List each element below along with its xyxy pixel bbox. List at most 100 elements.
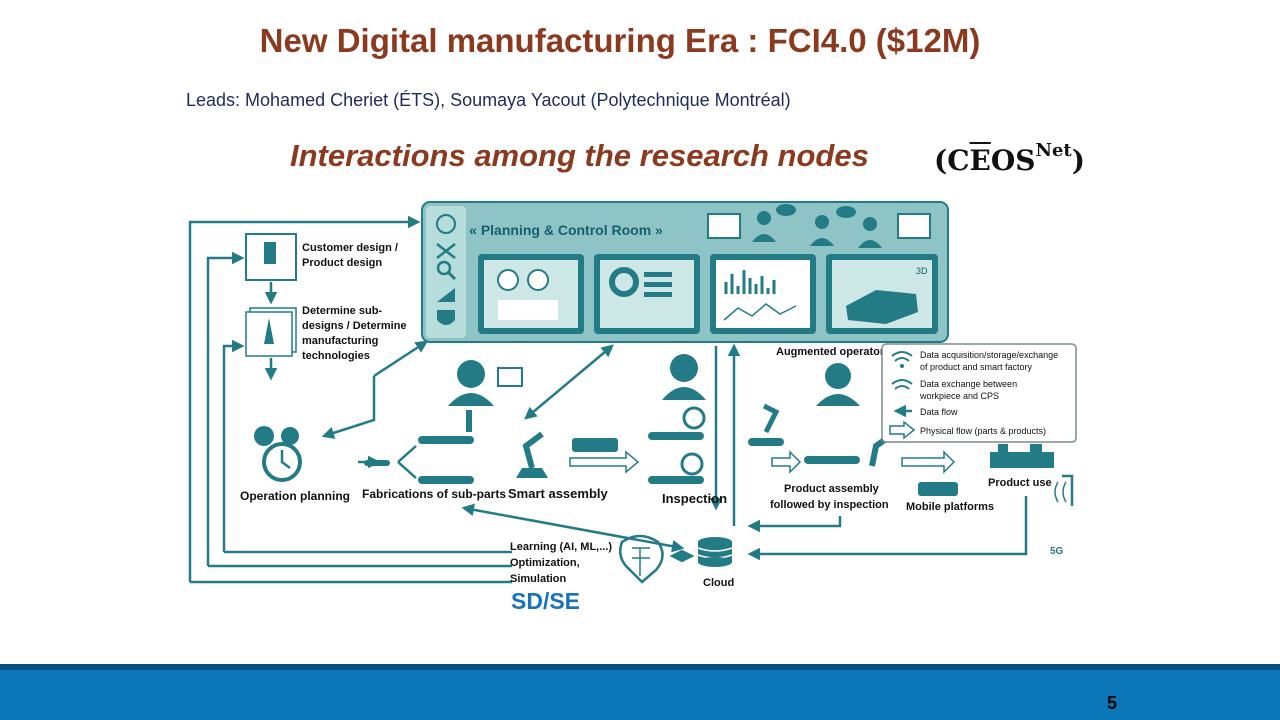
- sub-designs-line-1: Determine sub-: [302, 305, 382, 317]
- operator-head: [863, 217, 877, 231]
- chat-bubble-icon: [776, 204, 796, 216]
- logo-close: ): [1071, 144, 1085, 177]
- product-icon: [990, 444, 1054, 468]
- fabrication-icons: [364, 360, 523, 484]
- 5g-label: 5G: [1050, 546, 1064, 557]
- fabrications-label: Fabrications of sub-parts: [362, 487, 506, 501]
- bar-chart-icon: [724, 270, 776, 294]
- shield-icon: [437, 310, 455, 325]
- operator-body: [858, 240, 882, 248]
- gauge-icon: [497, 269, 519, 291]
- customer-design-line-2: Product design: [302, 257, 382, 269]
- legend-exchange-line-2: workpiece and CPS: [919, 391, 999, 401]
- agv-icon: [572, 438, 618, 452]
- control-room-operators: [707, 204, 931, 248]
- physical-flow-arrow-icon: [889, 420, 916, 440]
- legend-exchange: Data exchange between workpiece and CPS: [919, 379, 1020, 401]
- arrow-assembly-cloud: [747, 516, 842, 533]
- control-room-toolbar: [426, 206, 466, 338]
- screen-line: [644, 282, 672, 287]
- arrow-physical-3: [901, 450, 956, 474]
- inspection-icons: [648, 354, 706, 484]
- operator-head: [825, 363, 851, 389]
- learning-line-1: Learning (AI, ML,...): [510, 541, 612, 553]
- control-screens: 3D: [478, 254, 938, 334]
- inspection-label: Inspection: [662, 491, 727, 506]
- shuffle-icon: [436, 243, 456, 259]
- screen-line: [644, 292, 672, 297]
- sdse-label: SD/SE: [511, 588, 581, 614]
- brain-circuit: [632, 547, 650, 576]
- magnifier-icon: [436, 260, 452, 276]
- leads-text: Leads: Mohamed Cheriet (ÉTS), Soumaya Ya…: [186, 90, 791, 110]
- page-number: 5: [1107, 693, 1118, 713]
- arrow-product-cloud: [747, 496, 1028, 561]
- operator-body: [810, 238, 834, 246]
- legend-exchange-line-1: Data exchange between: [920, 379, 1017, 389]
- conveyor-belt: [648, 432, 704, 440]
- product-assembly-line-1: Product assembly: [784, 483, 880, 495]
- customer-design-label: Customer design / Product design: [302, 242, 401, 269]
- smart-assembly-icon: [516, 431, 618, 478]
- augmented-operator-label: Augmented operator: [776, 346, 885, 358]
- wifi-icon: [891, 351, 913, 362]
- brain-icon: [619, 534, 664, 584]
- magnifier-icon: [682, 406, 706, 430]
- legend-physical-flow: Physical flow (parts & products): [920, 426, 1046, 436]
- customer-design-line-1: Customer design /: [302, 242, 398, 254]
- operator-body: [448, 393, 494, 406]
- design-part-icon: [264, 242, 276, 264]
- legend-acquisition-line-2: of product and smart factory: [920, 362, 1033, 372]
- legend-acquisition-line-1: Data acquisition/storage/exchange: [920, 350, 1058, 360]
- arrow-physical-1: [569, 450, 640, 474]
- screen-line: [644, 272, 672, 277]
- donut-icon: [609, 267, 639, 297]
- legend-data-flow: Data flow: [920, 407, 958, 417]
- learning-line-3: Simulation: [510, 573, 567, 585]
- printer-head-icon: [466, 410, 472, 432]
- arrow-to-operation-planning: [321, 376, 376, 439]
- conveyor-belt: [418, 476, 474, 484]
- antenna-signal-icon: [1054, 481, 1067, 503]
- arrow-fabrication-cloud: [461, 503, 685, 553]
- legend-box: [881, 343, 1077, 443]
- gear-icon: [281, 427, 299, 445]
- operator-body: [752, 234, 776, 242]
- operator-body: [662, 387, 706, 400]
- mobile-platform-icon: [918, 482, 958, 496]
- label-3d: 3D: [916, 266, 928, 276]
- logo-open: (C: [934, 144, 970, 177]
- data-flow-arrows: [188, 215, 1074, 584]
- robot-arm: [762, 403, 780, 434]
- robot-arm: [522, 431, 544, 469]
- slide-subtitle: Interactions among the research nodes: [290, 138, 869, 173]
- robot-base: [516, 468, 548, 478]
- operator-head: [815, 215, 829, 229]
- smart-assembly-label: Smart assembly: [508, 486, 608, 501]
- learning-line-2: Optimization,: [510, 557, 580, 569]
- physical-flow-arrows: [569, 450, 956, 474]
- sub-designs-line-3: manufacturing: [302, 335, 378, 347]
- conveyor-belt: [648, 476, 704, 484]
- conveyor-belt: [418, 436, 474, 444]
- line-chart-icon: [723, 303, 797, 321]
- operator-head: [670, 354, 698, 382]
- sub-designs-label: Determine sub- designs / Determine manuf…: [302, 305, 410, 362]
- legend-icons: [889, 351, 916, 440]
- magnifier-icon: [680, 452, 704, 476]
- toolbar-icons: [436, 214, 457, 325]
- operator-head: [457, 360, 485, 388]
- growth-icon: [437, 288, 455, 302]
- product-assembly-label: Product assembly followed by inspection: [770, 483, 889, 511]
- wifi-dot: [900, 364, 904, 368]
- monitor-icon: [707, 213, 741, 239]
- arrow-to-control-room: [373, 340, 429, 378]
- gauge-icon: [527, 269, 549, 291]
- product-assembly-line-2: followed by inspection: [770, 499, 889, 511]
- logo-e: E: [969, 144, 991, 177]
- conveyor-belt: [748, 438, 784, 446]
- conveyor-belt-small: [364, 460, 390, 466]
- product-use-label: Product use: [988, 477, 1052, 489]
- tablet-icon: [497, 367, 523, 387]
- operation-planning-icon: [254, 426, 302, 482]
